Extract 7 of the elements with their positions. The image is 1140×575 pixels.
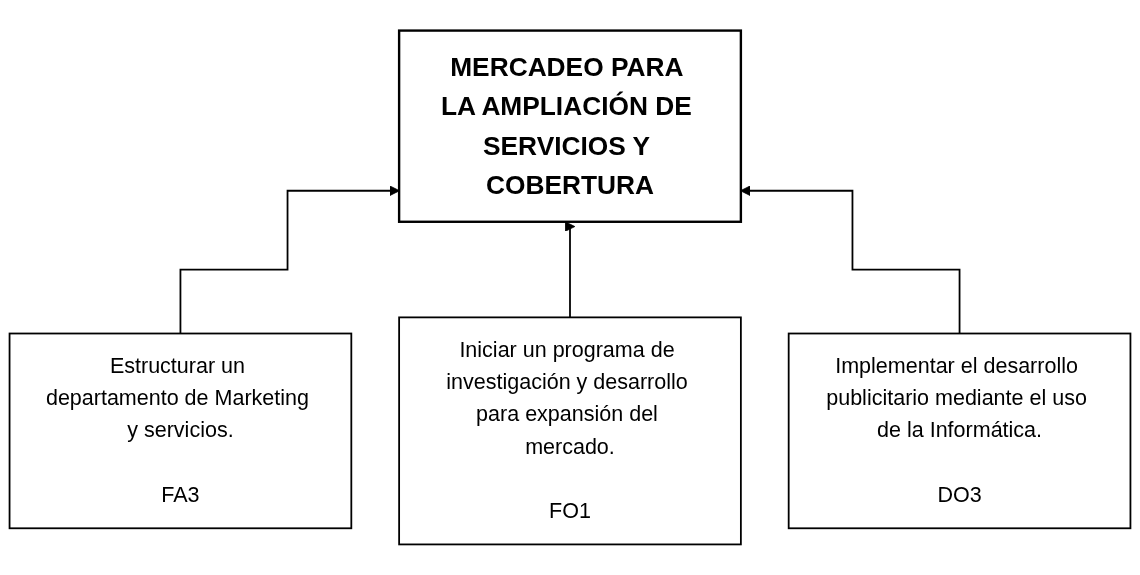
node-box: MERCADEO PARA LA AMPLIACIÓN DE SERVICIOS Y COBERTURA [397, 29, 743, 223]
arrow [179, 185, 400, 335]
node-box: Estructurar un departamento de Marketing y servicios. FA3 [8, 332, 353, 530]
node-box: Iniciar un programa de investigación y desarrollo para expansión del mercado. FO1 [398, 316, 742, 546]
arrow [740, 185, 961, 335]
arrow [564, 221, 576, 319]
node-box: Implementar el desarrollo publicitario mediante el uso de la Informática. DO3 [787, 332, 1132, 530]
